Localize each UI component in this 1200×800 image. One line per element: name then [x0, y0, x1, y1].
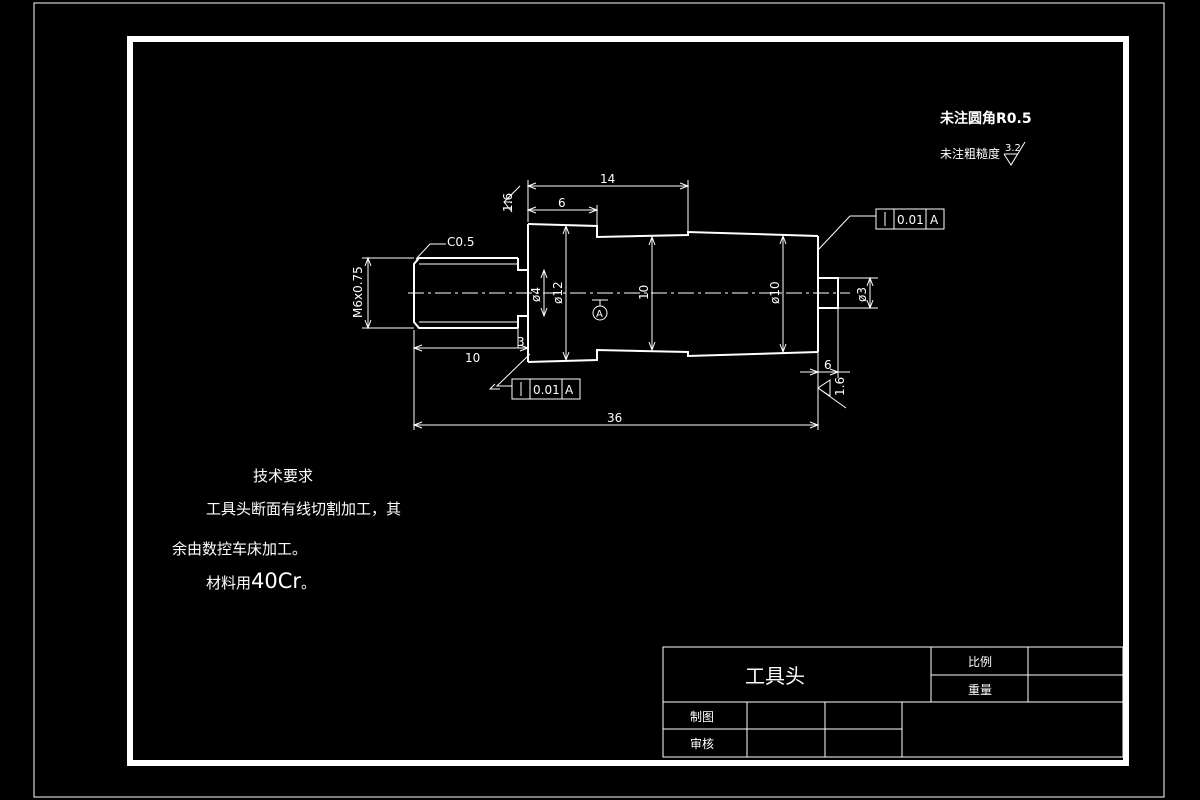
part-outline	[408, 223, 850, 363]
svg-text:A: A	[596, 309, 603, 320]
outer-border	[33, 2, 1165, 798]
scale-label: 比例	[968, 655, 992, 669]
inner-frame	[127, 36, 1129, 766]
weight-label: 重量	[968, 683, 992, 697]
fillet-note: 未注圆角R0.5	[940, 110, 1032, 127]
part-name: 工具头	[745, 664, 805, 688]
dim-chamfer: C0.5	[447, 235, 474, 249]
tolerance-frame-top-right: 0.01 A	[817, 208, 945, 251]
title-block	[662, 646, 1124, 758]
dim-dia10: ø10	[768, 281, 782, 304]
dimension-lines	[362, 180, 878, 430]
requirements-title: 技术要求	[253, 467, 313, 485]
dim-10-bottom: 10	[465, 351, 480, 365]
dim-dia4: ø4	[529, 287, 543, 302]
roughness-symbol-left: 1.6	[501, 185, 521, 213]
drawn-by-label: 制图	[690, 710, 714, 724]
dim-dia12: ø12	[551, 281, 565, 304]
dim-dia3: ø3	[855, 287, 869, 302]
svg-text:0.01: 0.01	[897, 213, 924, 227]
svg-text:3.2: 3.2	[1005, 143, 1021, 154]
svg-text:1.6: 1.6	[501, 193, 515, 212]
dim-14: 14	[600, 172, 615, 186]
tolerance-frame-bottom-left: 0.01 A	[488, 353, 581, 400]
svg-text:1.6: 1.6	[833, 377, 847, 396]
checked-by-label: 审核	[690, 736, 714, 751]
dim-6-right: 6	[824, 358, 832, 372]
svg-text:A: A	[565, 383, 574, 397]
material-suffix: 。	[301, 574, 316, 592]
requirements-line-3: 材料用40Cr。	[206, 569, 316, 593]
roughness-symbol-general: 3.2	[1003, 141, 1026, 166]
roughness-note: 未注粗糙度	[940, 146, 1000, 161]
roughness-symbol-right: 1.6	[817, 377, 847, 409]
dim-3: 3	[517, 335, 525, 349]
dim-thread: M6x0.75	[351, 266, 365, 318]
svg-text:0.01: 0.01	[533, 383, 560, 397]
material-name: 40Cr	[251, 569, 301, 593]
datum-marker: A	[592, 299, 608, 321]
dim-6-top: 6	[558, 196, 566, 210]
svg-text:A: A	[930, 213, 939, 227]
requirements-line-2: 余由数控车床加工。	[172, 540, 307, 558]
requirements-line-1: 工具头断面有线切割加工，其	[206, 500, 401, 518]
dim-36: 36	[607, 411, 622, 425]
dim-10-mid: 10	[637, 285, 651, 300]
material-prefix: 材料用	[206, 574, 251, 592]
